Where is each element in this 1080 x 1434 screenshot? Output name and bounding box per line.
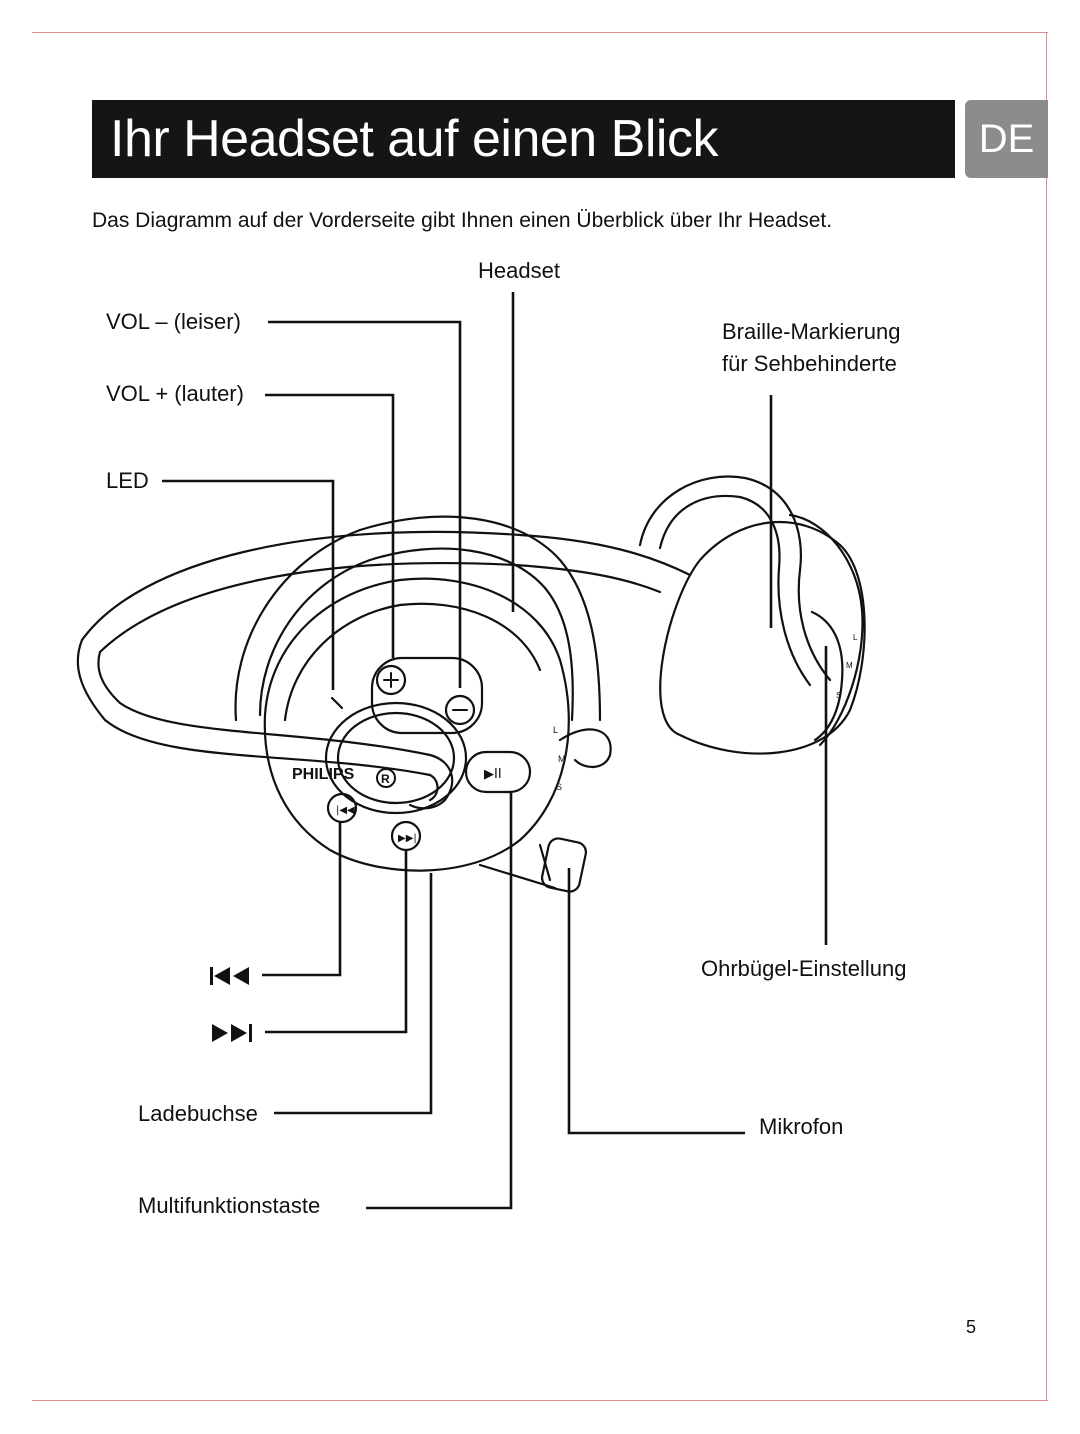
next-track-icon xyxy=(212,1024,252,1042)
registered-mark-icon: R xyxy=(376,768,396,788)
label-vol-plus: VOL + (lauter) xyxy=(106,381,244,406)
page-title-bar: Ihr Headset auf einen Blick xyxy=(92,100,955,178)
leader-next xyxy=(265,850,408,1034)
size-mark-l: L xyxy=(553,725,558,735)
label-braille-line1: Braille-Markierung xyxy=(722,319,901,344)
label-charging-port: Ladebuchse xyxy=(138,1101,258,1126)
leader-led xyxy=(162,479,335,690)
size-mark-l-right: L xyxy=(853,633,858,642)
leader-vol-plus xyxy=(265,393,395,658)
left-earpad xyxy=(263,577,570,872)
size-mark-m-right: M xyxy=(846,661,853,670)
size-mark-s-right: S xyxy=(836,691,841,700)
leader-vol-minus xyxy=(268,320,462,688)
page-number: 5 xyxy=(966,1317,977,1337)
label-microphone: Mikrofon xyxy=(759,1114,844,1139)
label-vol-minus: VOL – (leiser) xyxy=(106,309,241,334)
label-headset: Headset xyxy=(478,258,560,283)
leader-prev xyxy=(262,822,342,977)
control-buttons xyxy=(324,656,532,852)
language-tab: DE xyxy=(965,100,1048,178)
play-pause-button-label: ▶II xyxy=(484,767,502,782)
leader-charging xyxy=(274,873,433,1115)
page-frame-right xyxy=(1046,32,1047,1401)
page-frame-top xyxy=(32,32,1048,33)
intro-paragraph: Das Diagramm auf der Vorderseite gibt Ih… xyxy=(92,209,833,232)
label-led: LED xyxy=(106,468,149,493)
brand-logo-text: PHILIPS xyxy=(292,766,355,783)
label-ear-adjust: Ohrbügel-Einstellung xyxy=(701,956,907,981)
size-mark-s: S xyxy=(556,782,562,792)
right-earpad xyxy=(659,513,866,755)
previous-track-icon xyxy=(210,967,249,985)
page-title: Ihr Headset auf einen Blick xyxy=(110,110,718,168)
next-track-button-icon: ▶▶| xyxy=(398,833,417,844)
label-braille-line2: für Sehbehinderte xyxy=(722,351,897,376)
left-ear-hook xyxy=(234,515,602,722)
leader-multifunction xyxy=(366,792,513,1210)
page-frame-bottom xyxy=(32,1400,1048,1401)
microphone-boom xyxy=(478,728,612,893)
neckband-back xyxy=(80,530,692,654)
svg-text:R: R xyxy=(381,772,390,786)
size-mark-m: M xyxy=(558,754,566,764)
leader-microphone xyxy=(567,868,745,1135)
right-ear-hook xyxy=(638,475,832,687)
label-multifunction: Multifunktionstaste xyxy=(138,1193,321,1218)
previous-track-button-icon: |◀◀ xyxy=(336,805,355,816)
